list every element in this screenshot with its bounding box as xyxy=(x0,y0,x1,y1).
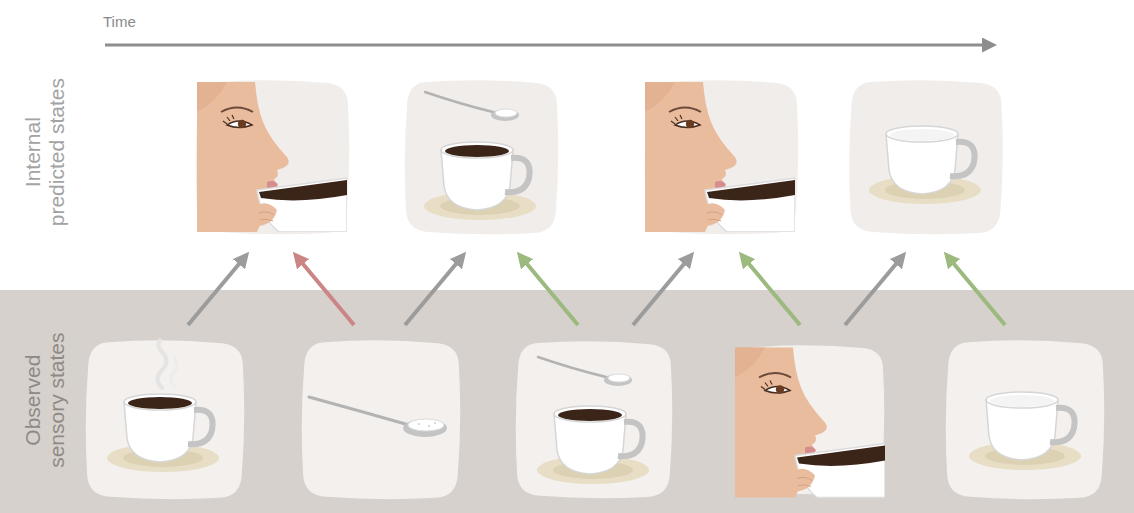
sensory-band: Observed sensory states xyxy=(0,290,1134,513)
band-label: Observed sensory states xyxy=(21,323,69,478)
time-arrow xyxy=(105,44,985,47)
cup-picture xyxy=(424,142,536,220)
tile xyxy=(645,80,799,234)
tile xyxy=(405,80,559,234)
row-label: Internal predicted states xyxy=(21,75,69,230)
predicted-tiles xyxy=(196,80,1003,234)
sip-picture xyxy=(645,82,795,232)
sip-picture xyxy=(197,82,347,232)
spoon-picture xyxy=(425,92,519,121)
axis-label: Time xyxy=(103,13,183,30)
tile xyxy=(849,80,1003,234)
empty-cup-picture xyxy=(869,126,981,204)
tile xyxy=(196,80,350,234)
